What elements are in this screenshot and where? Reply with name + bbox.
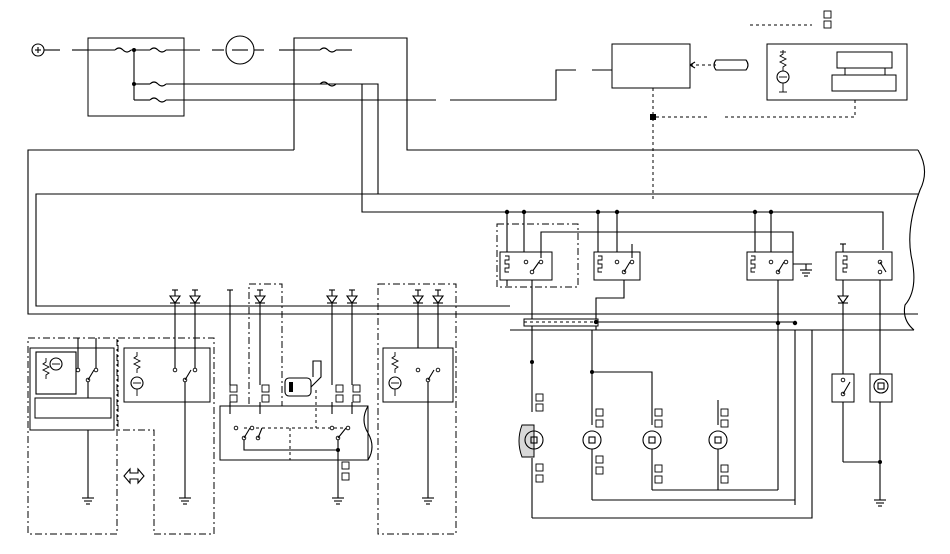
diode <box>168 289 182 340</box>
fuse-icon <box>149 81 167 87</box>
battery-symbol <box>31 43 88 57</box>
motor-icon <box>873 378 889 394</box>
switch-icon <box>184 369 192 381</box>
diode-icon <box>168 295 182 304</box>
legend <box>750 10 832 29</box>
diode-icon <box>431 295 445 304</box>
diode <box>188 289 202 340</box>
double-arrow-icon <box>123 467 145 485</box>
lamp-module-2 <box>123 347 211 403</box>
diode-icon <box>188 295 202 304</box>
diode <box>345 289 359 385</box>
motor-icon <box>582 430 602 450</box>
module-frame-1 <box>27 337 118 535</box>
ignition-switch-internals <box>229 360 361 505</box>
switch-icon <box>842 381 851 395</box>
wire <box>450 69 576 101</box>
diode <box>253 289 267 385</box>
motor-icon <box>708 430 728 450</box>
switch-icon <box>427 369 435 381</box>
module-block <box>831 74 897 92</box>
wire-loop <box>35 193 918 307</box>
lamp-module-2-internals <box>130 340 198 505</box>
torn-edge <box>903 149 926 331</box>
lamp-module-3 <box>382 347 454 403</box>
diode-icon <box>345 295 359 304</box>
fuse-icon <box>114 47 132 53</box>
diode-icon <box>253 295 267 304</box>
relay-1-frame <box>496 223 579 288</box>
relay-icon <box>504 255 510 273</box>
sensor-link <box>650 59 856 200</box>
diode-icon <box>836 295 850 304</box>
relay-icon <box>750 255 756 273</box>
ignition-key-icon <box>284 377 312 397</box>
right-switch-motor <box>831 330 893 507</box>
diode-row <box>168 289 445 385</box>
diode-icon <box>411 295 425 304</box>
fuse-icon <box>149 47 167 53</box>
lamp-module-3-internals <box>388 352 441 505</box>
relay-icon <box>597 255 603 273</box>
sensor-icon <box>713 59 749 71</box>
fuse-icon <box>149 97 167 103</box>
motor-icon <box>524 430 544 450</box>
fuse-icon <box>319 47 337 53</box>
module-internals <box>776 50 897 93</box>
ignition-switch-block <box>219 405 369 461</box>
lamp-icon <box>49 357 63 371</box>
diode <box>411 289 425 348</box>
lamp <box>212 35 264 65</box>
diode <box>325 289 339 385</box>
relay-icon <box>842 255 848 273</box>
fuse-box-internals <box>88 47 200 103</box>
motor-icon <box>642 430 662 450</box>
torn-edge <box>363 405 373 461</box>
fuse-box <box>87 37 185 117</box>
module-block <box>836 51 893 69</box>
module-frame-2 <box>117 337 215 535</box>
diode <box>431 289 445 348</box>
relay-bank <box>496 209 893 330</box>
lamp-module-1-internals <box>34 338 112 505</box>
wire-loop <box>27 149 918 315</box>
switch-icon <box>243 427 251 439</box>
diode-icon <box>325 295 339 304</box>
control-unit-box <box>611 43 691 89</box>
switch-icon <box>87 369 95 381</box>
legend-pin <box>823 20 832 29</box>
legend-pin <box>823 10 832 19</box>
module-frame-3 <box>377 283 457 535</box>
motor-circuits <box>518 330 813 519</box>
motor-housing <box>518 424 535 458</box>
